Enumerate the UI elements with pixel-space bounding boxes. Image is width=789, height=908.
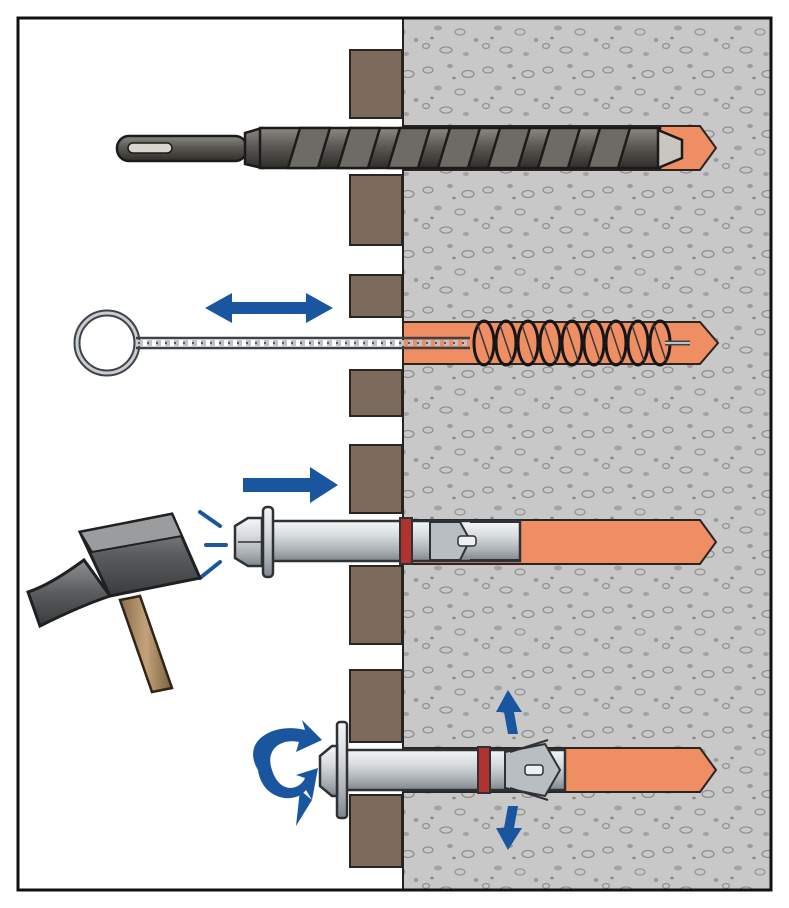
brick	[349, 369, 403, 417]
drill-bit-icon	[115, 126, 684, 170]
anchor-bolt-icon	[318, 720, 567, 820]
expand-arrows-icon	[496, 690, 522, 850]
anchor-bolt-icon	[233, 505, 522, 579]
arrow-right-icon	[243, 467, 338, 503]
diagram-frame	[16, 16, 773, 892]
double-arrow-icon	[205, 293, 333, 323]
brick	[349, 565, 403, 645]
step-4-tightening	[253, 690, 718, 850]
rotate-arrow-icon	[253, 720, 322, 826]
step-1-drilling	[115, 125, 718, 171]
brick	[349, 49, 403, 119]
brick	[349, 174, 403, 246]
hammer-icon	[26, 512, 203, 694]
wire-brush-icon	[73, 309, 690, 377]
step-2-cleaning	[73, 293, 720, 377]
brick	[349, 794, 403, 868]
brick	[349, 669, 403, 743]
step-3-hammering	[26, 467, 718, 694]
impact-lines	[198, 510, 228, 580]
brick	[349, 274, 403, 318]
brick-layer	[349, 49, 403, 868]
brick	[349, 444, 403, 514]
